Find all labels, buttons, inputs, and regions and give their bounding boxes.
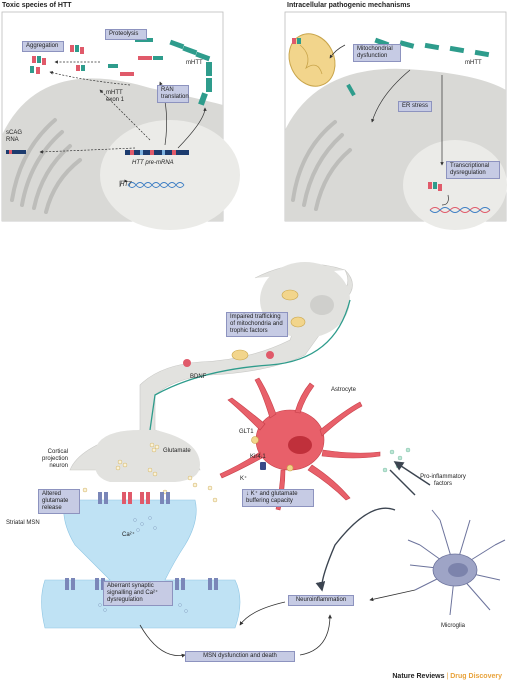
mhtt-exon1-label: mHTT exon 1 [106,90,125,103]
proteolysis-label: Proteolysis [105,29,147,40]
altered-glutamate-release-label: Altered glutamate release [38,489,80,514]
pro-inflammatory-label: Pro-inflammatory factors [420,474,466,487]
scag-rna-icon [6,150,26,154]
panel-title-toxic-species: Toxic species of HTT [2,2,72,9]
htt-dna-icon [127,182,185,188]
aggregate-cluster [30,45,85,74]
calcium-label: Ca²⁺ [122,532,135,538]
htt-premrna-label: HTT pre-mRNA [132,160,174,166]
microglia-label: Microglia [441,623,466,629]
htt-pre-mrna-icon [125,150,189,155]
kir41-label: Kir4.1 [250,454,266,460]
mitochondrial-dysfunction-label: Mitochondrial dysfunction [353,44,401,62]
er-stress-label: ER stress [398,101,432,112]
transcriptional-dysregulation-label: Transcriptional dysregulation [446,161,500,179]
astrocyte-cell [219,377,381,511]
cortical-neuron-label: Cortical projection neuron [41,449,68,469]
journal-credit: Nature Reviews | Drug Discovery [392,673,502,680]
msn-dysfunction-label: MSN dysfunction and death [185,651,295,662]
kir41-channel-icon [260,462,266,470]
buffering-capacity-label: ↓ K⁺ and glutamate buffering capacity [242,489,314,507]
mhtt-label: mHTT [186,60,203,66]
aggregation-label: Aggregation [22,41,64,52]
presynaptic-terminal [95,430,200,482]
striatal-msn [41,499,241,629]
k-plus-label: K⁺ [240,476,248,482]
htt-gene-label: HTT [120,182,132,188]
right-mhtt-label: mHTT [465,60,482,66]
mitochondrion-icon [288,33,336,87]
journal-name: Nature Reviews [392,673,445,680]
striatal-msn-label: Striatal MSN [6,520,40,526]
journal-section: Drug Discovery [450,673,502,680]
left-nucleus [100,120,240,230]
glt1-transporter-icon [251,436,259,444]
right-nucleus [403,140,507,230]
aberrant-signalling-label: Aberrant synaptic signalling and Ca²⁺ dy… [103,581,173,606]
astrocyte-label: Astrocyte [331,387,357,393]
credit-separator: | [446,673,449,680]
panel-title-pathogenic-mechanisms: Intracellular pathogenic mechanisms [287,2,411,9]
left-endoplasmic-reticulum [10,118,82,214]
mhtt-protein-chain [169,39,212,106]
impaired-trafficking-label: Impaired trafficking of mitochondria and… [226,312,288,337]
htt-fragments [108,38,163,76]
neuroinflammation-label: Neuroinflammation [288,595,354,606]
glutamate-label: Glutamate [163,448,191,454]
scag-rna-label: sCAG RNA [6,130,23,143]
ran-translation-label: RAN translation [157,85,189,103]
bdnf-label: BDNF [190,374,207,380]
glt1-label: GLT1 [239,429,254,435]
